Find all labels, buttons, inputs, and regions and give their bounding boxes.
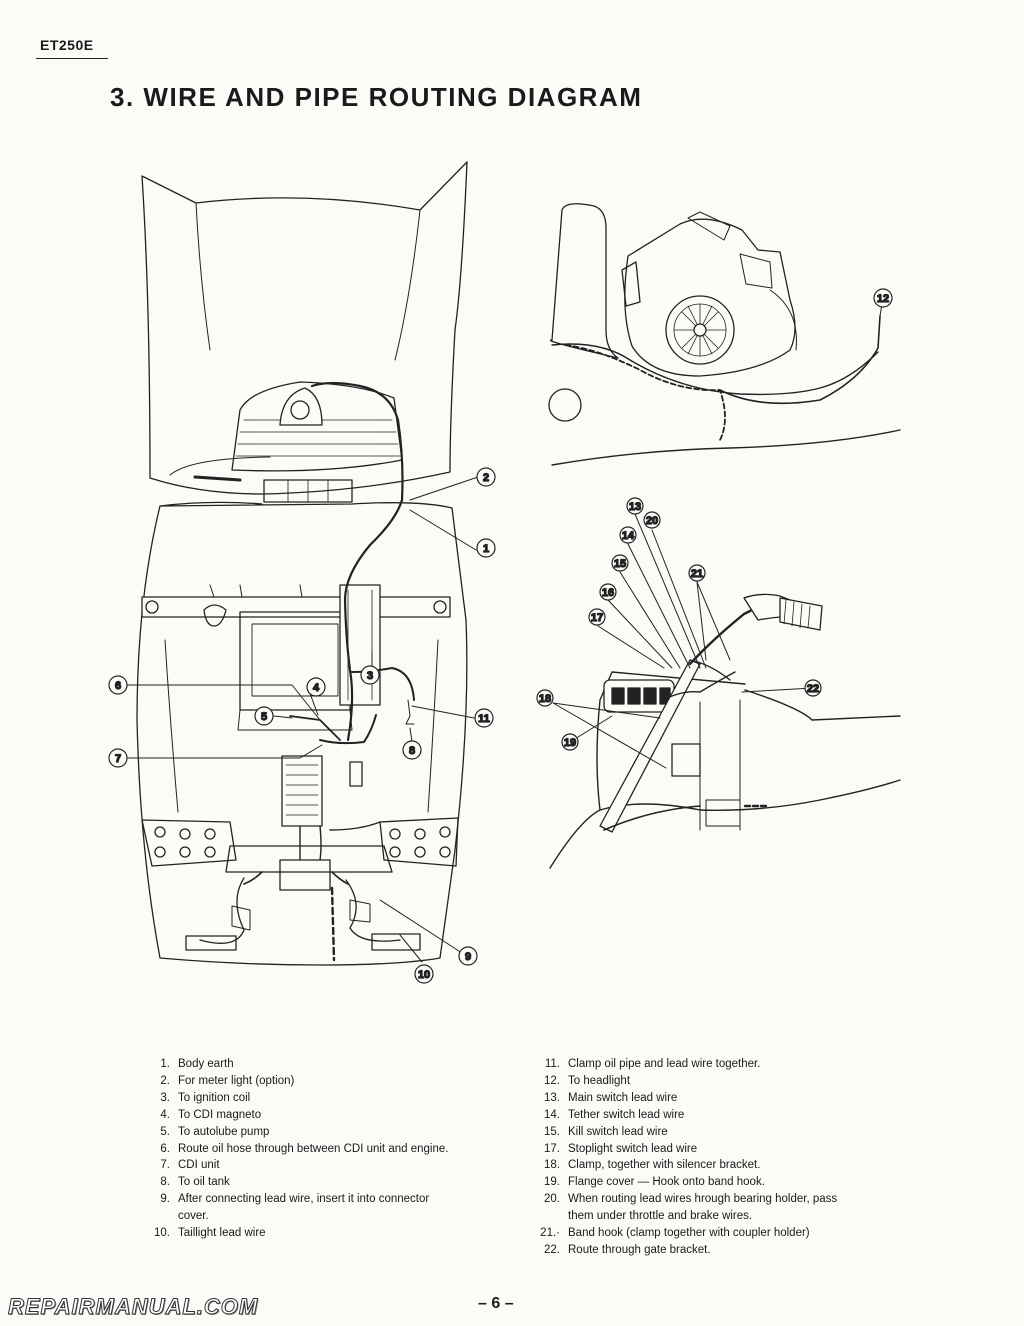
note-item: 5.To autolube pump	[160, 1125, 270, 1138]
svg-text:7: 7	[115, 753, 121, 765]
svg-text:12: 12	[877, 293, 889, 305]
model-code: ET250E	[40, 37, 94, 53]
svg-text:9: 9	[465, 951, 471, 963]
callout-17: 17	[588, 608, 606, 626]
svg-text:21: 21	[691, 568, 703, 580]
notes-right: 11.Clamp oil pipe and lead wire together…	[530, 1056, 860, 1259]
svg-text:11: 11	[478, 713, 490, 725]
note-item: 17.Stoplight switch lead wire	[544, 1142, 698, 1155]
callout-18: 18	[536, 689, 554, 707]
note-item: 19.Flange cover — Hook onto band hook.	[544, 1176, 765, 1189]
note-item: 6.Route oil hose through between CDI uni…	[160, 1142, 449, 1155]
callout-7: 7	[108, 748, 128, 768]
notes-left: 1.Body earth 2.For meter light (option) …	[140, 1056, 460, 1242]
page-title: 3. WIRE AND PIPE ROUTING DIAGRAM	[110, 82, 643, 112]
callout-1: 1	[476, 538, 496, 558]
callout-14: 14	[619, 526, 637, 544]
svg-text:19: 19	[564, 737, 576, 749]
svg-text:18: 18	[539, 693, 551, 705]
note-item: 13.Main switch lead wire	[544, 1091, 678, 1104]
callout-2: 2	[476, 467, 496, 487]
callout-5: 5	[254, 706, 274, 726]
callout-12: 12	[873, 288, 893, 308]
callout-19: 19	[561, 733, 579, 751]
callout-16: 16	[599, 583, 617, 601]
svg-text:17: 17	[591, 612, 603, 624]
note-item: 18.Clamp, together with silencer bracket…	[544, 1159, 761, 1172]
svg-text:6: 6	[115, 680, 121, 692]
callout-3: 3	[360, 665, 380, 685]
callout-8: 8	[402, 740, 422, 760]
note-item: 22.Route through gate bracket.	[544, 1243, 711, 1256]
note-item: 21.·Band hook (clamp together with coupl…	[540, 1227, 810, 1240]
callout-11: 11	[474, 708, 494, 728]
svg-text:5: 5	[261, 711, 267, 723]
note-item: 11.Clamp oil pipe and lead wire together…	[544, 1058, 761, 1070]
svg-text:4: 4	[313, 682, 320, 694]
svg-text:15: 15	[614, 558, 626, 570]
leader-lines	[127, 297, 884, 963]
callout-4: 4	[306, 677, 326, 697]
note-item: 8.To oil tank	[160, 1176, 230, 1189]
callout-15: 15	[611, 554, 629, 572]
callout-10: 10	[414, 964, 434, 984]
callout-6: 6	[108, 675, 128, 695]
note-item: 2.For meter light (option)	[160, 1074, 295, 1087]
callout-22: 22	[804, 679, 822, 697]
note-item: 4.To CDI magneto	[160, 1108, 262, 1121]
callout-21: 21	[688, 564, 706, 582]
engine-side-view-figure	[548, 203, 901, 466]
note-item: 1.Body earth	[160, 1058, 234, 1070]
note-item: 14.Tether switch lead wire	[544, 1108, 685, 1121]
callout-13: 13	[626, 497, 644, 515]
callout-20: 20	[643, 511, 661, 529]
watermark-logo: REPAIRMANUAL.COM	[7, 1294, 259, 1320]
svg-text:20: 20	[646, 515, 658, 527]
page-number: – 6 –	[478, 1295, 514, 1312]
note-item: 9.After connecting lead wire, insert it …	[160, 1193, 430, 1223]
svg-text:13: 13	[629, 501, 641, 513]
note-item: 15.Kill switch lead wire	[544, 1125, 668, 1138]
svg-text:10: 10	[418, 969, 430, 981]
svg-text:16: 16	[602, 587, 614, 599]
note-item: 3.To ignition coil	[160, 1091, 251, 1104]
model-underline	[36, 58, 108, 59]
svg-text:22: 22	[807, 683, 819, 695]
handlebar-view-figure	[549, 593, 901, 869]
svg-text:2: 2	[483, 472, 489, 484]
note-item: 12.To headlight	[544, 1074, 631, 1087]
callout-9: 9	[458, 946, 478, 966]
svg-text:1: 1	[483, 543, 489, 555]
svg-text:8: 8	[409, 745, 415, 757]
top-view-figure	[136, 161, 468, 966]
svg-text:14: 14	[622, 530, 635, 542]
note-item: 7.CDI unit	[160, 1159, 220, 1172]
note-item: 10.Taillight lead wire	[154, 1227, 266, 1240]
note-item: 20.When routing lead wires hrough bearin…	[544, 1193, 838, 1223]
svg-text:3: 3	[367, 670, 373, 682]
